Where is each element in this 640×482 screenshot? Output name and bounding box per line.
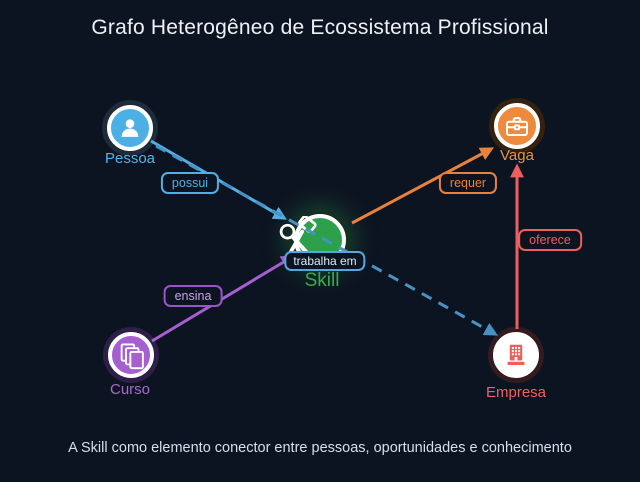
diagram-caption: A Skill como elemento conector entre pes… bbox=[68, 440, 572, 456]
node-label-skill: Skill bbox=[304, 270, 340, 291]
edge-label-possui: possui bbox=[160, 172, 220, 194]
briefcase-icon bbox=[494, 103, 540, 149]
node-label-vaga: Vaga bbox=[500, 147, 534, 164]
node-empresa bbox=[493, 332, 539, 378]
node-pessoa bbox=[107, 105, 153, 151]
edge-label-trabalha-em: trabalha em bbox=[284, 251, 366, 271]
person-icon bbox=[107, 105, 153, 151]
node-label-empresa: Empresa bbox=[485, 384, 547, 401]
node-label-pessoa: Pessoa bbox=[104, 150, 156, 167]
edge-label-oferece: oferece bbox=[518, 229, 582, 251]
books-icon bbox=[108, 332, 154, 378]
node-label-curso: Curso bbox=[109, 381, 151, 398]
edge-label-requer: requer bbox=[438, 172, 498, 194]
node-vaga bbox=[494, 103, 540, 149]
node-curso bbox=[108, 332, 154, 378]
edge-label-ensina: ensina bbox=[163, 285, 223, 307]
building-icon bbox=[493, 332, 539, 378]
diagram-title: Grafo Heterogêneo de Ecossistema Profiss… bbox=[91, 16, 549, 39]
